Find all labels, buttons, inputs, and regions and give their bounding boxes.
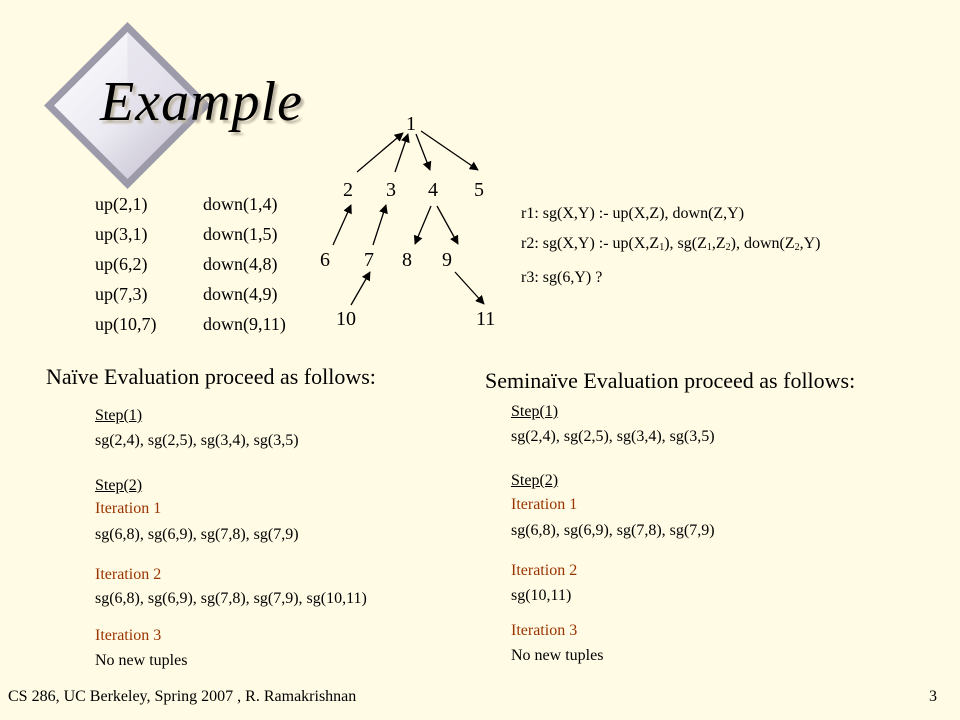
naive-iter2-label: Iteration 2 [95, 566, 162, 583]
edge-up-2-1 [356, 132, 404, 173]
tree-node-8: 8 [402, 249, 412, 271]
naive-iter3-result: No new tuples [95, 652, 188, 669]
seminaive-iter1-label: Iteration 1 [511, 496, 578, 513]
naive-iter2-result: sg(6,8), sg(6,9), sg(7,8), sg(7,9), sg(1… [95, 590, 367, 607]
rules-list: r1: sg(X,Y) :- up(X,Z), down(Z,Y) r2: sg… [521, 199, 821, 293]
edge-up-6-2 [332, 204, 352, 246]
page-number: 3 [929, 688, 937, 705]
edge-down-4-8 [413, 205, 432, 245]
seminaive-step1-result: sg(2,4), sg(2,5), sg(3,4), sg(3,5) [511, 428, 715, 445]
tree-node-4: 4 [428, 179, 438, 201]
edge-up-3-1 [394, 133, 410, 173]
down-facts-list: down(1,4) down(1,5) down(4,8) down(4,9) … [203, 189, 286, 339]
down-fact: down(4,8) [203, 254, 278, 274]
tree-node-9: 9 [442, 249, 452, 271]
tree-node-10: 10 [336, 308, 356, 330]
diamond-bullet-icon [44, 22, 211, 189]
naive-heading: Naïve Evaluation proceed as follows: [46, 364, 376, 389]
seminaive-iter1-result: sg(6,8), sg(6,9), sg(7,8), sg(7,9) [511, 522, 715, 539]
down-fact: down(1,4) [203, 194, 278, 214]
up-fact: up(10,7) [95, 314, 157, 334]
seminaive-step2-label: Step(2) [511, 472, 559, 489]
tree-node-11: 11 [476, 308, 495, 330]
naive-iter3-label: Iteration 3 [95, 627, 162, 644]
rule-r2: r2: sg(X,Y) :- up(X,Z1), sg(Z1,Z2), down… [521, 235, 821, 253]
edge-down-1-5 [420, 130, 479, 171]
naive-step1-result: sg(2,4), sg(2,5), sg(3,4), sg(3,5) [95, 432, 299, 449]
edge-up-10-7 [350, 271, 371, 306]
rule-r3: r3: sg(6,Y) ? [521, 269, 603, 286]
up-facts-list: up(2,1) up(3,1) up(6,2) up(7,3) up(10,7) [95, 189, 157, 339]
tree-node-3: 3 [386, 179, 396, 201]
tree-node-5: 5 [474, 179, 484, 201]
edge-down-4-9 [436, 205, 459, 245]
down-fact: down(4,9) [203, 284, 278, 304]
seminaive-step1-label: Step(1) [511, 403, 559, 420]
down-fact: down(1,5) [203, 224, 278, 244]
seminaive-iter3-label: Iteration 3 [511, 622, 578, 639]
up-fact: up(2,1) [95, 194, 148, 214]
rule-r1: r1: sg(X,Y) :- up(X,Z), down(Z,Y) [521, 205, 745, 222]
course-footer: CS 286, UC Berkeley, Spring 2007 , R. Ra… [8, 688, 357, 705]
edge-up-7-3 [372, 204, 388, 246]
naive-step1-label: Step(1) [95, 407, 143, 424]
seminaive-iter2-result: sg(10,11) [511, 587, 572, 604]
seminaive-iter2-label: Iteration 2 [511, 562, 578, 579]
edge-down-9-11 [454, 271, 485, 305]
up-fact: up(6,2) [95, 254, 148, 274]
naive-iter1-label: Iteration 1 [95, 500, 162, 517]
seminaive-heading: Seminaïve Evaluation proceed as follows: [485, 368, 856, 393]
seminaive-iter3-result: No new tuples [511, 647, 604, 664]
naive-iter1-result: sg(6,8), sg(6,9), sg(7,8), sg(7,9) [95, 526, 299, 543]
tree-node-2: 2 [343, 179, 353, 201]
slide-title: Example [100, 71, 303, 133]
naive-step2-label: Step(2) [95, 477, 143, 494]
tree-node-7: 7 [364, 249, 374, 271]
up-fact: up(3,1) [95, 224, 148, 244]
down-fact: down(9,11) [203, 314, 286, 334]
edge-down-1-4 [415, 133, 432, 171]
tree-node-1: 1 [406, 113, 416, 135]
up-fact: up(7,3) [95, 284, 148, 304]
tree-node-6: 6 [320, 249, 330, 271]
